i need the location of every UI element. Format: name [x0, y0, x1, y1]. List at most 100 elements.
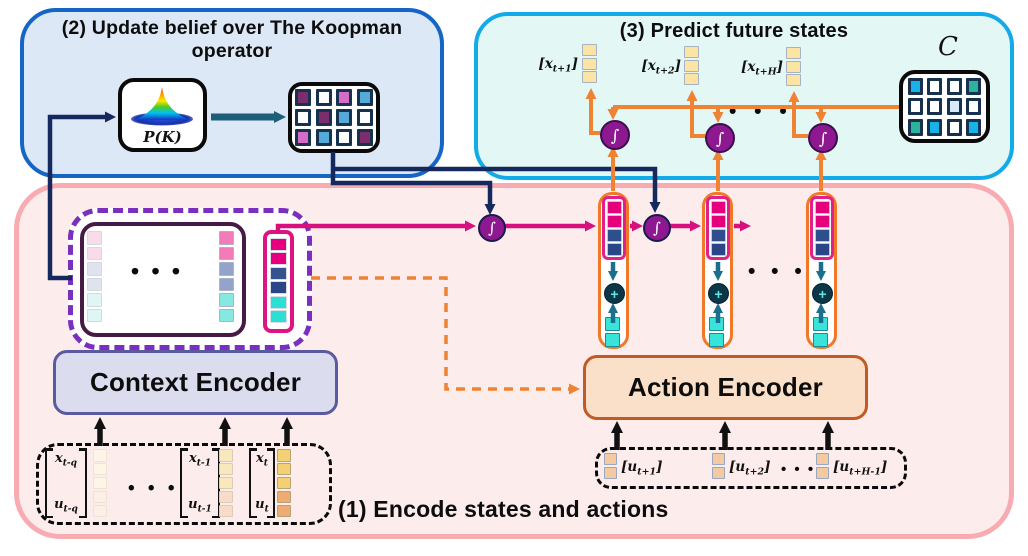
- left-bracket: [45, 448, 53, 518]
- koopman-matrix: [288, 82, 380, 153]
- matrix-cell: [219, 476, 233, 490]
- matrix-cell: [816, 466, 829, 479]
- matrix-cell: [606, 214, 622, 228]
- history-vector-3: [277, 449, 291, 518]
- panel1-title: (1) Encode states and actions: [338, 496, 669, 522]
- rollout-state-vector-2: [706, 196, 730, 260]
- c-matrix: [899, 70, 990, 143]
- koopman-prior-box: P(K): [118, 78, 207, 152]
- matrix-cell: [93, 462, 107, 476]
- matrix-cell: [966, 77, 982, 95]
- matrix-cell: [814, 242, 830, 256]
- matrix-cell: [269, 309, 287, 323]
- matrix-cell: [87, 277, 102, 291]
- matrix-cell: [219, 293, 234, 307]
- panel3-title: (3) Predict future states: [619, 20, 849, 42]
- rollout-state-vector-1: [602, 196, 626, 260]
- matrix-cell: [814, 200, 830, 214]
- matrix-cell: [315, 109, 332, 126]
- matrix-cell: [712, 453, 725, 465]
- matrix-cell: [710, 214, 726, 228]
- matrix-cell: [907, 77, 923, 95]
- matrix-cell: [927, 77, 943, 95]
- matrix-cell: [582, 57, 597, 70]
- matrix-cell: [93, 449, 107, 462]
- decode-node-icon: ∫: [808, 123, 838, 153]
- matrix-cell: [315, 129, 332, 146]
- action-ellipsis: • • •: [781, 461, 816, 478]
- matrix-cell: [356, 109, 373, 126]
- decode-node-icon: ∫: [600, 120, 630, 150]
- matrix-cell: [813, 317, 828, 331]
- matrix-cell: [709, 333, 724, 347]
- matrix-cell: [582, 71, 597, 83]
- context-memory-ellipsis: • • •: [131, 258, 183, 284]
- matrix-cell: [907, 98, 923, 115]
- matrix-cell: [277, 476, 291, 490]
- right-bracket: [267, 448, 275, 518]
- history-x-label-2: xt-1: [188, 451, 212, 469]
- matrix-cell: [605, 317, 620, 331]
- matrix-cell: [219, 449, 233, 462]
- matrix-cell: [336, 89, 353, 106]
- rollout-state-vector-3: [810, 196, 834, 260]
- matrix-cell: [684, 73, 699, 85]
- action-input-dashed-box: [595, 447, 907, 489]
- context-memory-recent-column: [219, 231, 234, 322]
- rollout-action-cells-2: [709, 317, 724, 347]
- matrix-cell: [277, 462, 291, 476]
- matrix-cell: [606, 242, 622, 256]
- history-u-label-2: ut-1: [188, 497, 212, 515]
- matrix-cell: [356, 129, 373, 146]
- history-x-label-3: xt: [256, 451, 268, 469]
- matrix-cell: [710, 242, 726, 256]
- matrix-cell: [927, 118, 943, 136]
- action-label-1: [ut+1]: [621, 459, 663, 478]
- context-encoder-box: Context Encoder: [53, 350, 338, 415]
- sum-node-icon: +: [604, 283, 625, 304]
- matrix-cell: [219, 308, 234, 322]
- matrix-cell: [606, 228, 622, 242]
- matrix-cell: [712, 466, 725, 479]
- matrix-cell: [277, 490, 291, 504]
- matrix-cell: [87, 246, 102, 260]
- predicted-state-vector-2: [684, 46, 699, 85]
- right-bracket: [79, 448, 87, 518]
- fusion-node-icon: ∫: [478, 214, 506, 242]
- c-matrix-label: C: [938, 32, 958, 62]
- matrix-cell: [814, 214, 830, 228]
- matrix-cell: [606, 200, 622, 214]
- predicted-state-vector-1: [582, 44, 597, 83]
- matrix-cell: [336, 109, 353, 126]
- matrix-cell: [966, 118, 982, 136]
- matrix-cell: [295, 129, 312, 146]
- predicted-state-vector-3: [786, 47, 801, 86]
- history-input-dashed-box: [36, 443, 332, 525]
- action-encoder-box: Action Encoder: [583, 355, 868, 420]
- predicted-state-label-1: [xt+1]: [538, 56, 578, 75]
- left-bracket: [249, 448, 257, 518]
- history-bracket-2: xt-1 ut-1: [180, 448, 220, 518]
- action-label-2: [ut+2]: [729, 459, 771, 478]
- matrix-cell: [684, 46, 699, 58]
- rollout-ellipsis: • • •: [748, 260, 807, 283]
- matrix-cell: [269, 295, 287, 309]
- matrix-cell: [786, 60, 801, 73]
- matrix-cell: [946, 98, 962, 115]
- matrix-cell: [269, 281, 287, 295]
- history-u-label-3: ut: [255, 497, 269, 515]
- matrix-cell: [710, 200, 726, 214]
- prior-label: P(K): [143, 128, 182, 146]
- matrix-cell: [356, 89, 373, 106]
- matrix-cell: [269, 266, 287, 280]
- matrix-cell: [219, 231, 234, 245]
- matrix-cell: [295, 89, 312, 106]
- matrix-cell: [816, 453, 829, 465]
- matrix-cell: [277, 504, 291, 518]
- matrix-cell: [813, 333, 828, 347]
- matrix-cell: [277, 449, 291, 462]
- rollout-action-cells-3: [813, 317, 828, 347]
- matrix-cell: [946, 77, 962, 95]
- history-x-label-1: xt-q: [54, 451, 78, 469]
- matrix-cell: [219, 490, 233, 504]
